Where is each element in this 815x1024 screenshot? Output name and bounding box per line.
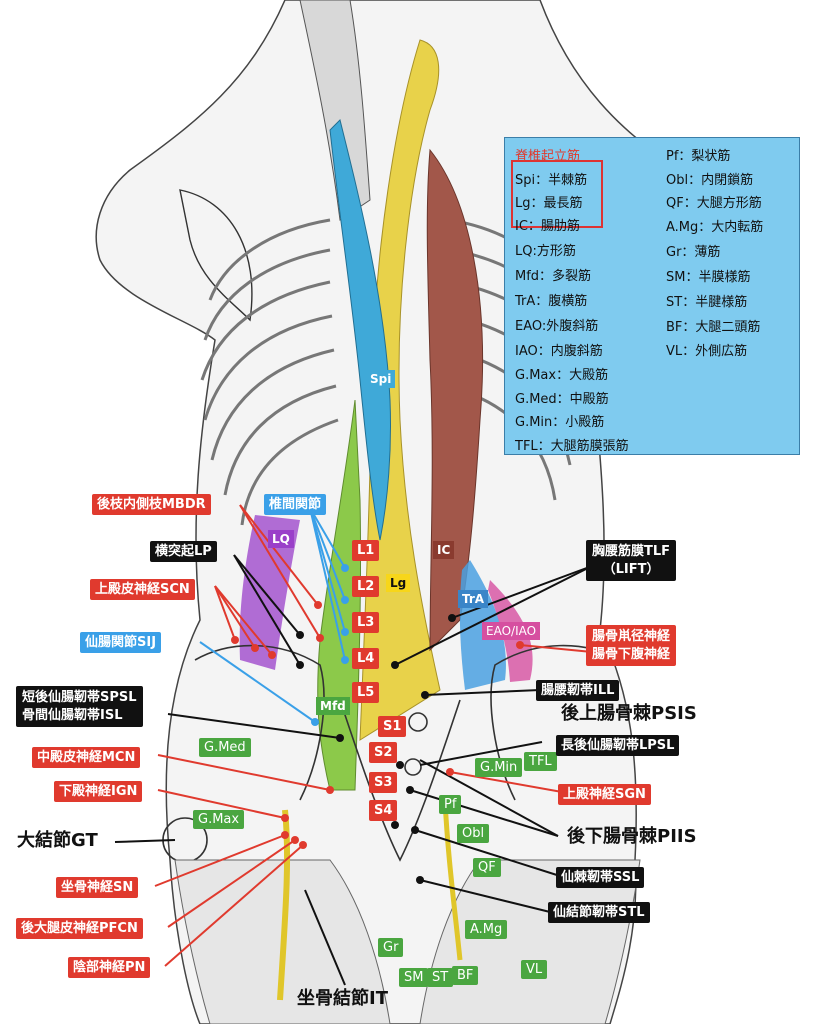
label-piis: 後下腸骨棘PIIS [567,826,697,847]
ribs-left [200,218,339,526]
muscle-label-bf: BF [452,966,479,985]
muscle-label-gmin: G.Min [475,758,523,777]
legend-item: Gr：薄筋 [666,245,721,260]
label-pfcn: 後大腿皮神経PFCN [16,918,143,939]
label-psis: 後上腸骨棘PSIS [561,703,697,724]
vertebra-s2: S2 [369,742,398,763]
label-ign: 下殿神経IGN [54,781,143,802]
iliocostalis-shape [426,148,484,652]
legend-item: VL：外側広筋 [666,344,748,359]
label-it: 坐骨結節IT [297,988,388,1009]
legend-item: Mfd：多裂筋 [515,269,592,284]
muscle-label-obl: Obl [457,824,490,843]
label-iliohypogastric: 腸骨下腹神経 [592,646,671,662]
label-stl: 仙結節靭帯STL [548,902,650,923]
vertebra-l5: L5 [352,682,380,703]
label-ilio-nerves: 腸骨鼡径神経 腸骨下腹神経 [586,625,677,667]
legend-item: IC：腸肋筋 [515,219,580,234]
legend-item: TrA：腹横筋 [515,294,588,309]
pelvis [162,644,621,902]
vertebra-l1: L1 [352,540,380,561]
erector-spinae-box [511,160,603,228]
legend-item: SM：半膜様筋 [666,270,751,285]
muscle-tag-lq: LQ [268,530,294,548]
legend-item: Pf：梨状筋 [666,149,731,164]
label-sgn: 上殿神経SGN [558,784,651,805]
legend-item: IAO：内腹斜筋 [515,344,603,359]
markers [231,564,524,884]
vertebra-l2: L2 [352,576,380,597]
legend-box: 脊椎起立筋 Spi：半棘筋 Lg：最長筋 IC：腸肋筋 LQ:方形筋 Mfd：多… [504,137,800,455]
legend-item: G.Max：大殿筋 [515,368,609,383]
muscle-tag-lg: Lg [386,574,411,592]
legend-item: ST：半腱様筋 [666,295,748,310]
label-isl: 骨間仙腸靭帯ISL [22,707,123,723]
label-tlf: 胸腰筋膜TLF （LIFT） [586,540,677,582]
label-lpsl: 長後仙腸靭帯LPSL [556,735,680,756]
label-mbdr: 後枝内側枝MBDR [92,494,211,515]
legend-item: QF：大腿方形筋 [666,196,762,211]
label-gt: 大結節GT [17,830,98,851]
label-scn: 上殿皮神経SCN [90,579,195,600]
leader-lines-blue [199,507,346,723]
label-spsl-isl: 短後仙腸靭帯SPSL 骨間仙腸靭帯ISL [16,686,143,728]
label-mcn: 中殿皮神経MCN [32,747,141,768]
label-facet-joint: 椎間関節 [264,494,327,515]
label-pn: 陰部神経PN [68,957,151,978]
label-sn: 坐骨神経SN [56,877,139,898]
quadratus-lumborum-shape [239,515,300,670]
muscle-label-vl: VL [521,960,548,979]
legend-title: 脊椎起立筋 [515,149,581,164]
legend-item: TFL：大腿筋膜張筋 [515,439,629,454]
vertebra-s1: S1 [378,716,407,737]
leader-lines-red [154,504,593,967]
leader-lines-black [114,554,593,986]
label-ssl: 仙棘靭帯SSL [556,867,645,888]
vertebra-l3: L3 [352,612,380,633]
legend-item: Spi：半棘筋 [515,173,588,188]
legend-item: BF：大腿二頭筋 [666,320,761,335]
label-lp: 横突起LP [150,541,217,562]
legend-item: Obl：内閉鎖筋 [666,173,754,188]
muscle-label-st: ST [427,968,454,987]
muscle-tag-tra: TrA [458,590,489,608]
legend-item: G.Min：小殿筋 [515,415,605,430]
label-sij: 仙腸関節SIJ [80,632,162,653]
muscle-tag-mfd: Mfd [316,697,350,715]
muscle-tag-spi: Spi [366,370,396,388]
muscle-label-amg: A.Mg [465,920,508,939]
muscle-tag-ic: IC [433,541,455,559]
muscle-label-gmax: G.Max [193,810,245,829]
sciatic-nerve [277,809,291,1001]
muscle-label-sm: SM [399,968,429,987]
label-tlf-name: 胸腰筋膜TLF [592,544,671,559]
legend-item: LQ:方形筋 [515,244,576,259]
muscle-tag-eao: EAO/IAO [482,622,541,640]
vertebra-s4: S4 [369,800,398,821]
muscle-label-tfl: TFL [524,752,557,771]
vertebra-l4: L4 [352,648,380,669]
label-spsl: 短後仙腸靭帯SPSL [22,690,137,705]
muscle-label-qf: QF [473,858,501,877]
sciatic-nerve-right [442,799,463,961]
semispinalis-shape [329,119,392,541]
legend-item: Lg：最長筋 [515,196,583,211]
muscle-label-gmed: G.Med [199,738,251,757]
legend-item: EAO:外腹斜筋 [515,319,599,334]
label-tlf-sub: （LIFT） [602,561,660,577]
muscle-label-pf: Pf [439,795,462,814]
label-ill: 腸腰靭帯ILL [536,680,620,701]
vertebra-s3: S3 [369,772,398,793]
muscle-label-gr: Gr [378,938,404,957]
label-ilioinguinal: 腸骨鼡径神経 [592,629,671,644]
legend-item: A.Mg：大内転筋 [666,220,764,235]
legend-item: G.Med：中殿筋 [515,392,609,407]
